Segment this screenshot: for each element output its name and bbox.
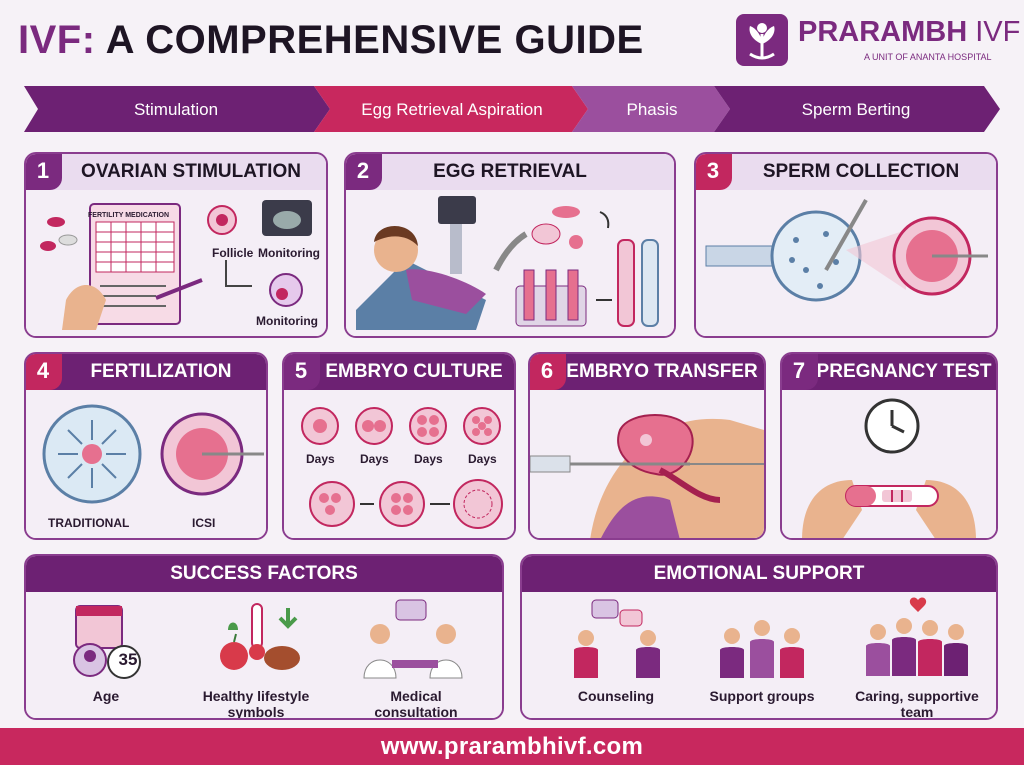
- step-number: 5: [284, 354, 320, 390]
- card-pregnancy-test[interactable]: PREGNANCY TEST 7: [780, 352, 998, 540]
- card-title: SPERM COLLECTION: [762, 161, 960, 182]
- process-step-3[interactable]: [572, 86, 730, 132]
- day-label: Days: [468, 452, 497, 466]
- card-illustration: [346, 190, 674, 336]
- card-ovarian-stimulation[interactable]: OVARIAN STIMULATION 1 FERTILITY MEDICATI…: [24, 152, 328, 338]
- day-label: Days: [306, 452, 335, 466]
- process-step-4[interactable]: [714, 86, 1000, 132]
- support-groups-icon: [720, 620, 804, 678]
- card-header: SPERM COLLECTION: [696, 154, 996, 190]
- step-number: 1: [26, 154, 62, 190]
- healthy-lifestyle-label: Healthy lifestyle symbols: [202, 688, 310, 720]
- card-embryo-culture[interactable]: EMBRYO CULTURE 5 Days Days Days Days: [282, 352, 516, 540]
- card-header: EMBRYO TRANSFER: [530, 354, 764, 390]
- panel-emotional-support[interactable]: EMOTIONAL SUPPORT Counseling Support gro…: [520, 554, 998, 720]
- sperm-collection-illustration: [705, 199, 988, 302]
- follicle-label: Follicle: [212, 246, 254, 260]
- card-title: EGG RETRIEVAL: [433, 161, 587, 182]
- page-title: IVF: A COMPREHENSIVE GUIDE: [18, 18, 644, 62]
- pregnancy-test-illustration: [802, 398, 976, 538]
- age-label: Age: [92, 688, 120, 704]
- process-step-2[interactable]: [314, 86, 588, 132]
- icsi-label: ICSI: [192, 516, 216, 530]
- footer-bar: www.prarambhivf.com: [0, 728, 1024, 765]
- card-header: EMBRYO CULTURE: [284, 354, 514, 390]
- embryo-transfer-illustration: [530, 414, 764, 538]
- card-title: FERTILIZATION: [90, 361, 232, 382]
- card-illustration: FERTILITY MEDICATION Follicle Monitoring…: [26, 190, 326, 336]
- counseling-label: Counseling: [577, 688, 655, 704]
- embryo-culture-illustration: [301, 407, 503, 529]
- panel-header: SUCCESS FACTORS: [26, 556, 502, 592]
- card-header: EGG RETRIEVAL: [346, 154, 674, 190]
- support-groups-label: Support groups: [709, 688, 815, 704]
- website-link[interactable]: www.prarambhivf.com: [380, 732, 644, 760]
- card-header: OVARIAN STIMULATION: [26, 154, 326, 190]
- panel-body: Counseling Support groups Caring, suppor…: [522, 592, 996, 718]
- panel-body: 35 Age Healthy lifestyle symbols Medical…: [26, 592, 502, 718]
- age-number: 35: [118, 650, 138, 669]
- card-title: PREGNANCY TEST: [816, 361, 992, 382]
- medication-sheet-label: FERTILITY MEDICATION: [88, 212, 170, 219]
- process-step-1[interactable]: [24, 86, 330, 132]
- counseling-icon: [574, 599, 660, 678]
- process-steps-bar: Stimulation Egg Retrieval Aspiration Pha…: [24, 86, 1000, 132]
- age-calendar-icon: [73, 605, 141, 679]
- monitoring-label: Monitoring: [256, 314, 318, 328]
- traditional-label: TRADITIONAL: [48, 516, 130, 530]
- card-illustration: TRADITIONAL ICSI: [26, 390, 266, 538]
- brand-logo[interactable]: PRARAMBH IVF A UNIT OF ANANTA HOSPITAL: [736, 14, 1020, 70]
- process-step-1-label: Stimulation: [134, 100, 218, 119]
- card-illustration: Days Days Days Days: [284, 390, 514, 538]
- panel-title: SUCCESS FACTORS: [170, 563, 358, 584]
- logo-subtitle: A UNIT OF ANANTA HOSPITAL: [864, 52, 992, 62]
- step-number: 4: [26, 354, 62, 390]
- step-number: 3: [696, 154, 732, 190]
- medication-chart-icon: [40, 200, 312, 330]
- card-title: EMBRYO CULTURE: [325, 361, 503, 382]
- card-egg-retrieval[interactable]: EGG RETRIEVAL 2: [344, 152, 676, 338]
- supportive-team-icon: [866, 597, 968, 676]
- card-sperm-collection[interactable]: SPERM COLLECTION 3: [694, 152, 998, 338]
- healthy-lifestyle-icon: [220, 603, 300, 670]
- logo-name: PRARAMBH IVF: [798, 16, 1021, 48]
- day-label: Days: [414, 452, 443, 466]
- panel-header: EMOTIONAL SUPPORT: [522, 556, 996, 592]
- supportive-team-label: Caring, supportive team: [855, 688, 979, 720]
- card-embryo-transfer[interactable]: EMBRYO TRANSFER 6: [528, 352, 766, 540]
- monitoring-label: Monitoring: [258, 246, 320, 260]
- medical-consultation-icon: [363, 599, 463, 679]
- process-step-3-label: Phasis: [626, 100, 677, 119]
- process-step-2-label: Egg Retrieval Aspiration: [361, 100, 542, 119]
- egg-retrieval-illustration: [356, 196, 659, 330]
- card-title: OVARIAN STIMULATION: [81, 161, 301, 182]
- day-label: Days: [360, 452, 389, 466]
- step-number: 7: [782, 354, 818, 390]
- card-header: FERTILIZATION: [26, 354, 266, 390]
- process-step-4-label: Sperm Berting: [802, 100, 911, 119]
- medical-consultation-label: Medical consultation: [374, 688, 458, 720]
- card-illustration: [530, 390, 764, 538]
- logo-mark-icon: [736, 14, 788, 66]
- fertilization-illustration: [42, 404, 264, 504]
- step-number: 2: [346, 154, 382, 190]
- card-illustration: [696, 190, 996, 336]
- card-illustration: [782, 390, 996, 538]
- panel-success-factors[interactable]: SUCCESS FACTORS 35 Age Healthy lifestyle…: [24, 554, 504, 720]
- step-number: 6: [530, 354, 566, 390]
- card-title: EMBRYO TRANSFER: [566, 361, 758, 382]
- card-fertilization[interactable]: FERTILIZATION 4 TRADITIONAL ICSI: [24, 352, 268, 540]
- panel-title: EMOTIONAL SUPPORT: [653, 563, 865, 584]
